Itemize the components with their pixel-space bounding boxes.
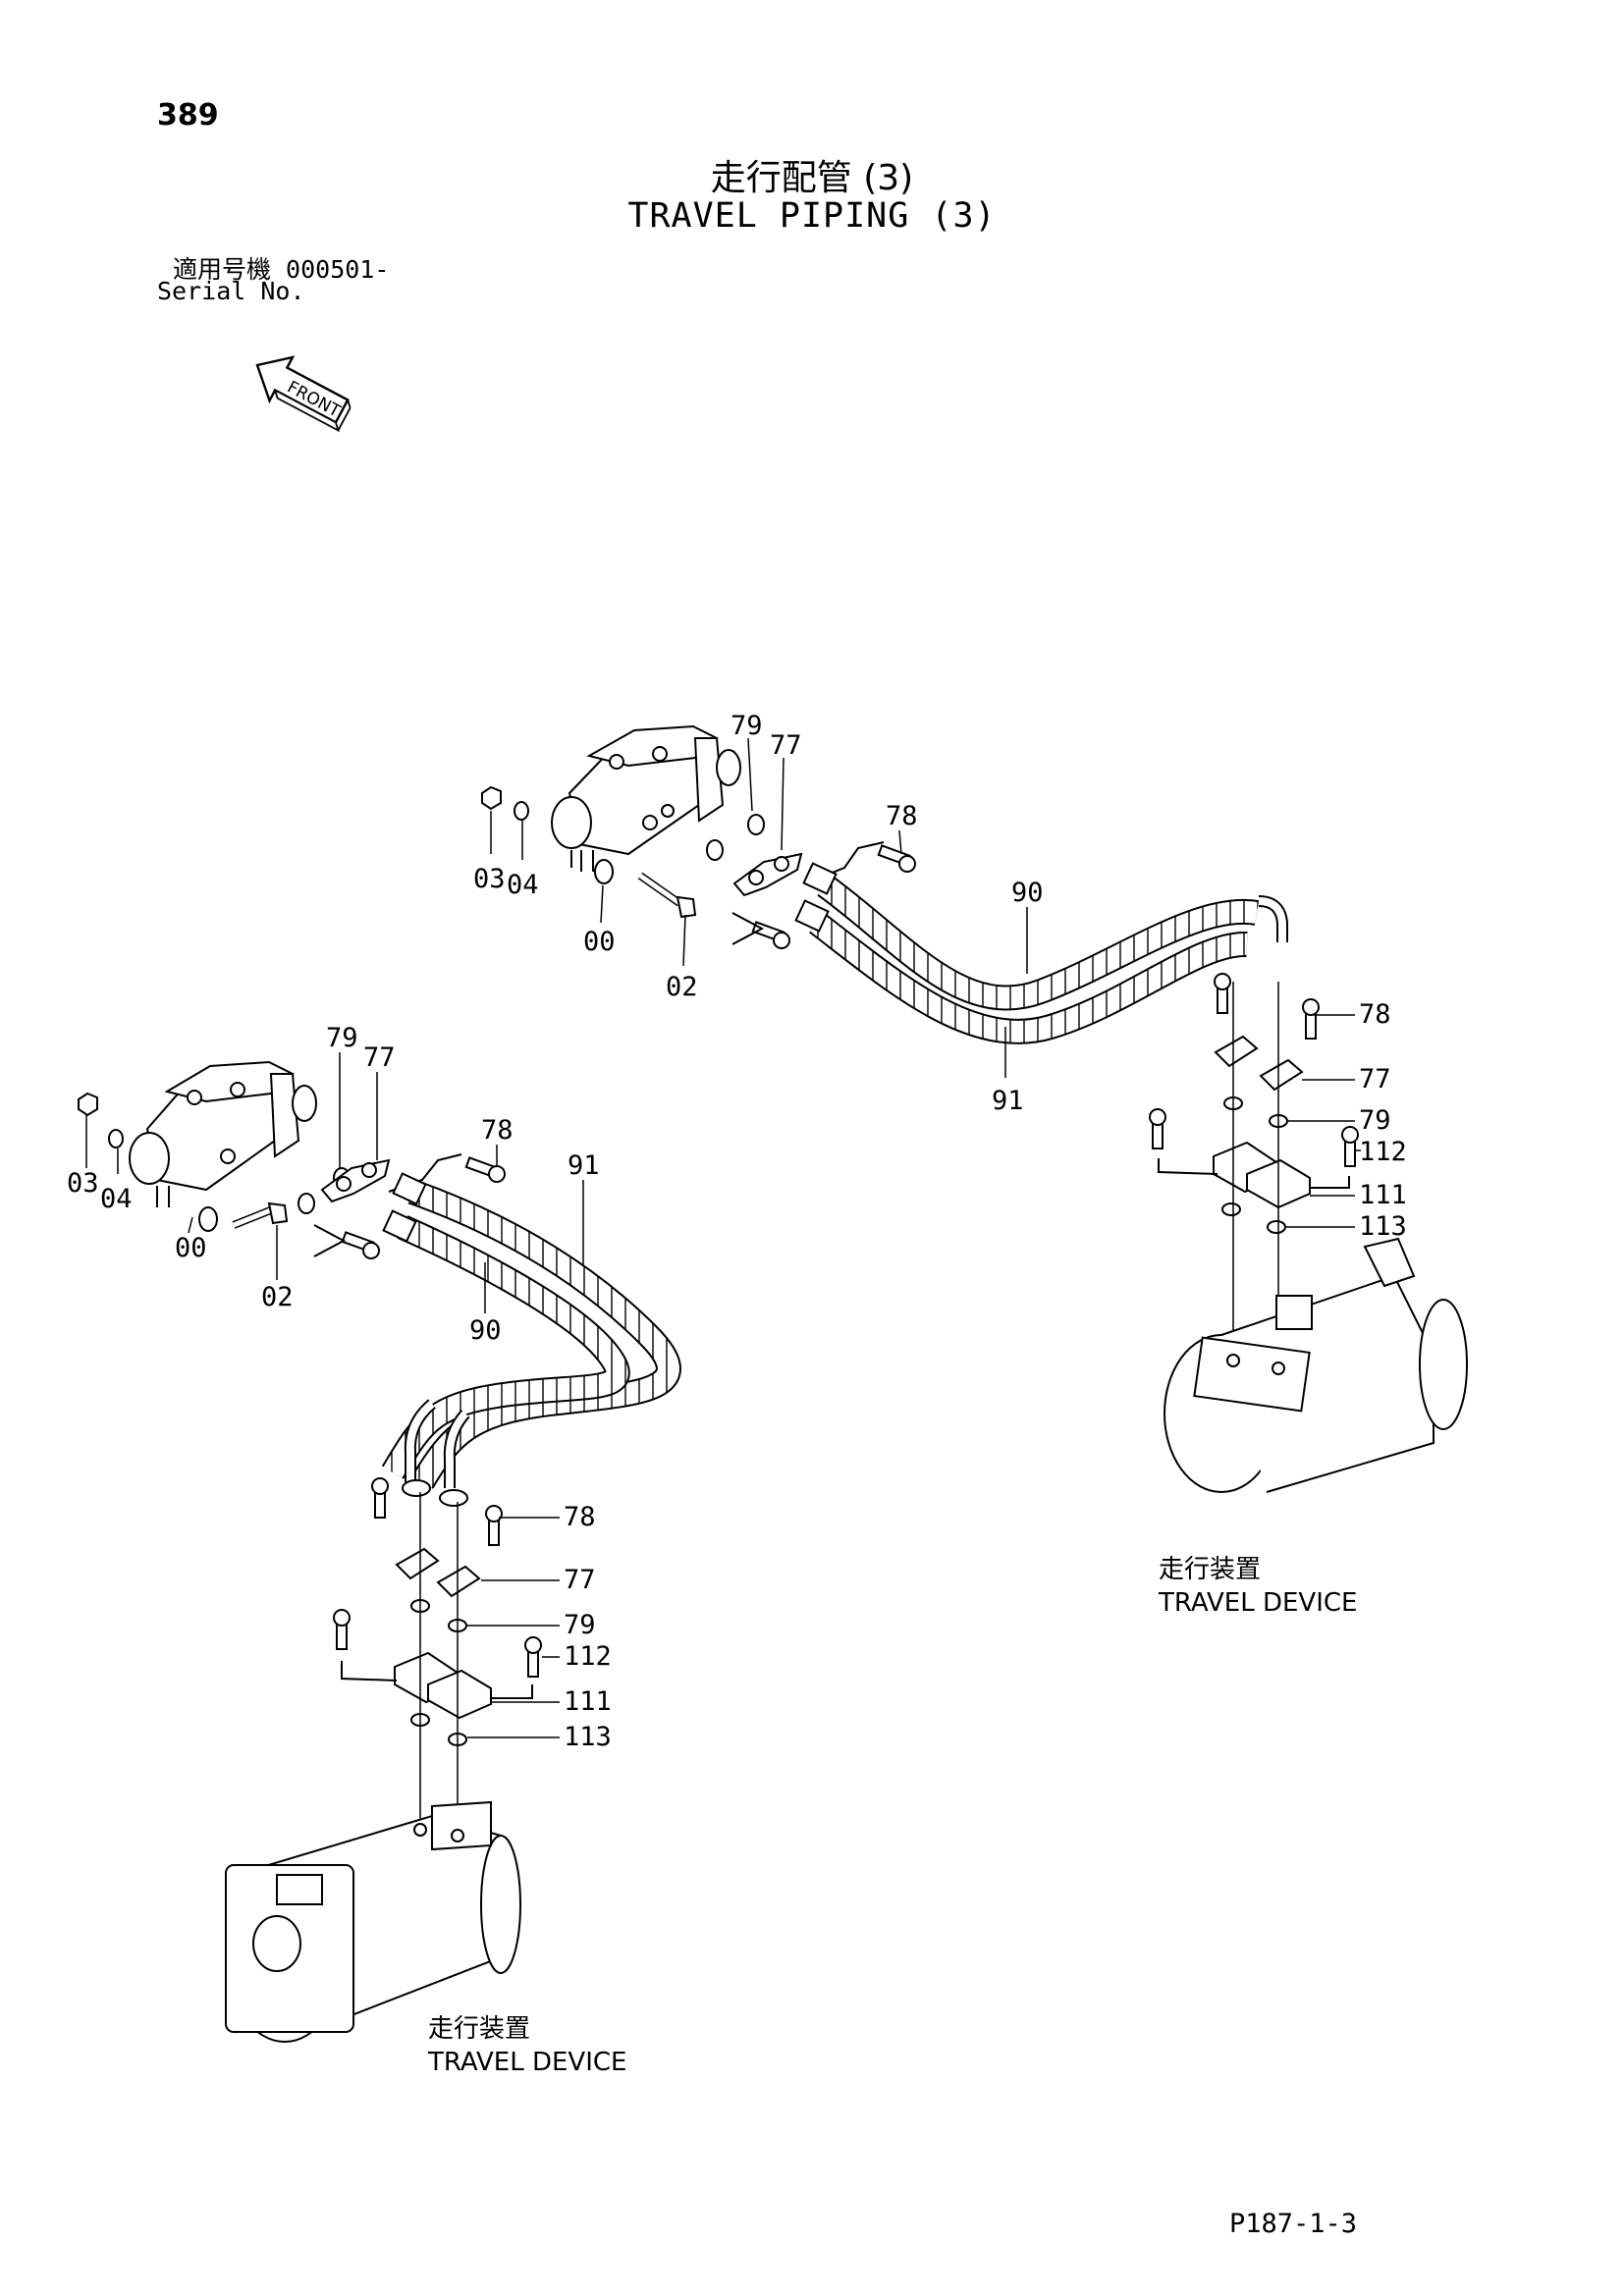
callout-00: 00 xyxy=(583,927,616,957)
serial-applicable-label: 適用号機 000501- xyxy=(173,255,390,284)
upper-right-bolt-78-b xyxy=(1302,998,1320,1040)
callout-77: 77 xyxy=(770,730,802,761)
lower-fitting-00 xyxy=(198,1206,218,1232)
callout-78: 78 xyxy=(886,801,918,831)
upper-flange-clamp-77 xyxy=(732,852,803,897)
callout-90-lower: 90 xyxy=(469,1315,502,1346)
lower-assembly xyxy=(78,1060,681,2043)
callout-90: 90 xyxy=(1011,878,1044,908)
callout-79-lower: 79 xyxy=(326,1023,358,1053)
upper-bolt-78-a xyxy=(877,844,916,873)
lower-flange-clamp-77 xyxy=(320,1158,391,1203)
callout-111: 111 xyxy=(1359,1180,1407,1210)
page-reference-code: P187-1-3 xyxy=(1229,2209,1358,2239)
right-device-label-jp: 走行装置 xyxy=(1159,1555,1262,1584)
lower-bottom-bolt-78-a xyxy=(371,1477,389,1519)
left-travel-device xyxy=(225,1800,521,2043)
page-number: 389 xyxy=(157,98,219,133)
callout-91-lower: 91 xyxy=(568,1150,600,1181)
lower-adapter-block-111 xyxy=(394,1651,492,1720)
callout-79-lower-bottom: 79 xyxy=(564,1610,596,1640)
upper-right-flange-clamp xyxy=(1214,1035,1304,1092)
lower-callout-labels: 79 77 78 91 03 04 00 02 90 78 77 79 112 … xyxy=(67,1023,612,1752)
left-device-label-en: TRAVEL DEVICE xyxy=(428,2048,627,2077)
upper-right-bolt-78-a xyxy=(1214,973,1231,1014)
callout-00-lower: 00 xyxy=(175,1233,207,1263)
lower-callouts xyxy=(85,1052,584,1738)
upper-callouts xyxy=(490,737,1361,1228)
callout-77-right: 77 xyxy=(1359,1064,1391,1095)
right-travel-device xyxy=(1164,1237,1468,1493)
lower-bolt-78-b xyxy=(341,1231,380,1259)
lower-washer-04 xyxy=(108,1129,124,1148)
upper-fitting-00 xyxy=(594,859,614,884)
page-title-jp: 走行配管 (3) xyxy=(710,158,914,198)
upper-assembly xyxy=(481,724,1468,1493)
callout-03: 03 xyxy=(473,864,506,894)
upper-bolt-112-a xyxy=(1149,1108,1166,1149)
callout-112: 112 xyxy=(1359,1137,1407,1167)
left-device-label: 走行装置 TRAVEL DEVICE xyxy=(428,2012,626,2079)
upper-adapter-block-111 xyxy=(1213,1141,1311,1209)
lower-bottom-flange-clamp xyxy=(395,1547,481,1598)
right-device-label: 走行装置 TRAVEL DEVICE xyxy=(1159,1553,1357,1620)
page-title-en: TRAVEL PIPING (3) xyxy=(627,196,997,236)
callout-113: 113 xyxy=(1359,1211,1407,1242)
callout-02: 02 xyxy=(666,972,698,1002)
callout-91: 91 xyxy=(992,1086,1024,1116)
front-direction-arrow-icon: FRONT xyxy=(255,355,352,433)
callout-77-lower-bottom: 77 xyxy=(564,1565,596,1595)
callout-111-lower: 111 xyxy=(564,1686,612,1717)
upper-valve-block xyxy=(551,724,741,872)
lower-valve-block xyxy=(129,1060,317,1207)
lower-bolt-112-a xyxy=(333,1609,351,1650)
callout-78-right: 78 xyxy=(1359,999,1391,1030)
callout-03-lower: 03 xyxy=(67,1168,99,1199)
callout-04-lower: 04 xyxy=(100,1184,133,1214)
serial-number-label: Serial No. xyxy=(157,277,305,305)
callout-113-lower: 113 xyxy=(564,1722,612,1752)
upper-washer-04 xyxy=(514,801,529,821)
callout-112-lower: 112 xyxy=(564,1641,612,1672)
callout-78-lower: 78 xyxy=(481,1115,514,1146)
callout-78-lower-bottom: 78 xyxy=(564,1502,596,1532)
right-device-label-en: TRAVEL DEVICE xyxy=(1159,1588,1358,1618)
lower-bolt-112-b xyxy=(524,1636,542,1678)
callout-02-lower: 02 xyxy=(261,1282,294,1312)
lower-bolt-78-a xyxy=(464,1156,506,1183)
lower-bolt-02 xyxy=(232,1201,289,1229)
upper-bolt-02 xyxy=(637,872,697,919)
callout-79-right: 79 xyxy=(1359,1105,1391,1136)
upper-nut-03 xyxy=(481,785,502,811)
callout-04: 04 xyxy=(507,870,539,900)
lower-nut-03 xyxy=(78,1092,98,1117)
callout-77-lower: 77 xyxy=(363,1042,396,1073)
upper-callout-labels: 79 77 78 90 03 04 00 02 91 78 77 79 112 … xyxy=(473,711,1407,1242)
callout-79: 79 xyxy=(731,711,763,741)
lower-bottom-bolt-78-b xyxy=(485,1505,503,1546)
upper-bolt-112-b xyxy=(1341,1126,1359,1167)
left-device-label-jp: 走行装置 xyxy=(428,2014,531,2044)
